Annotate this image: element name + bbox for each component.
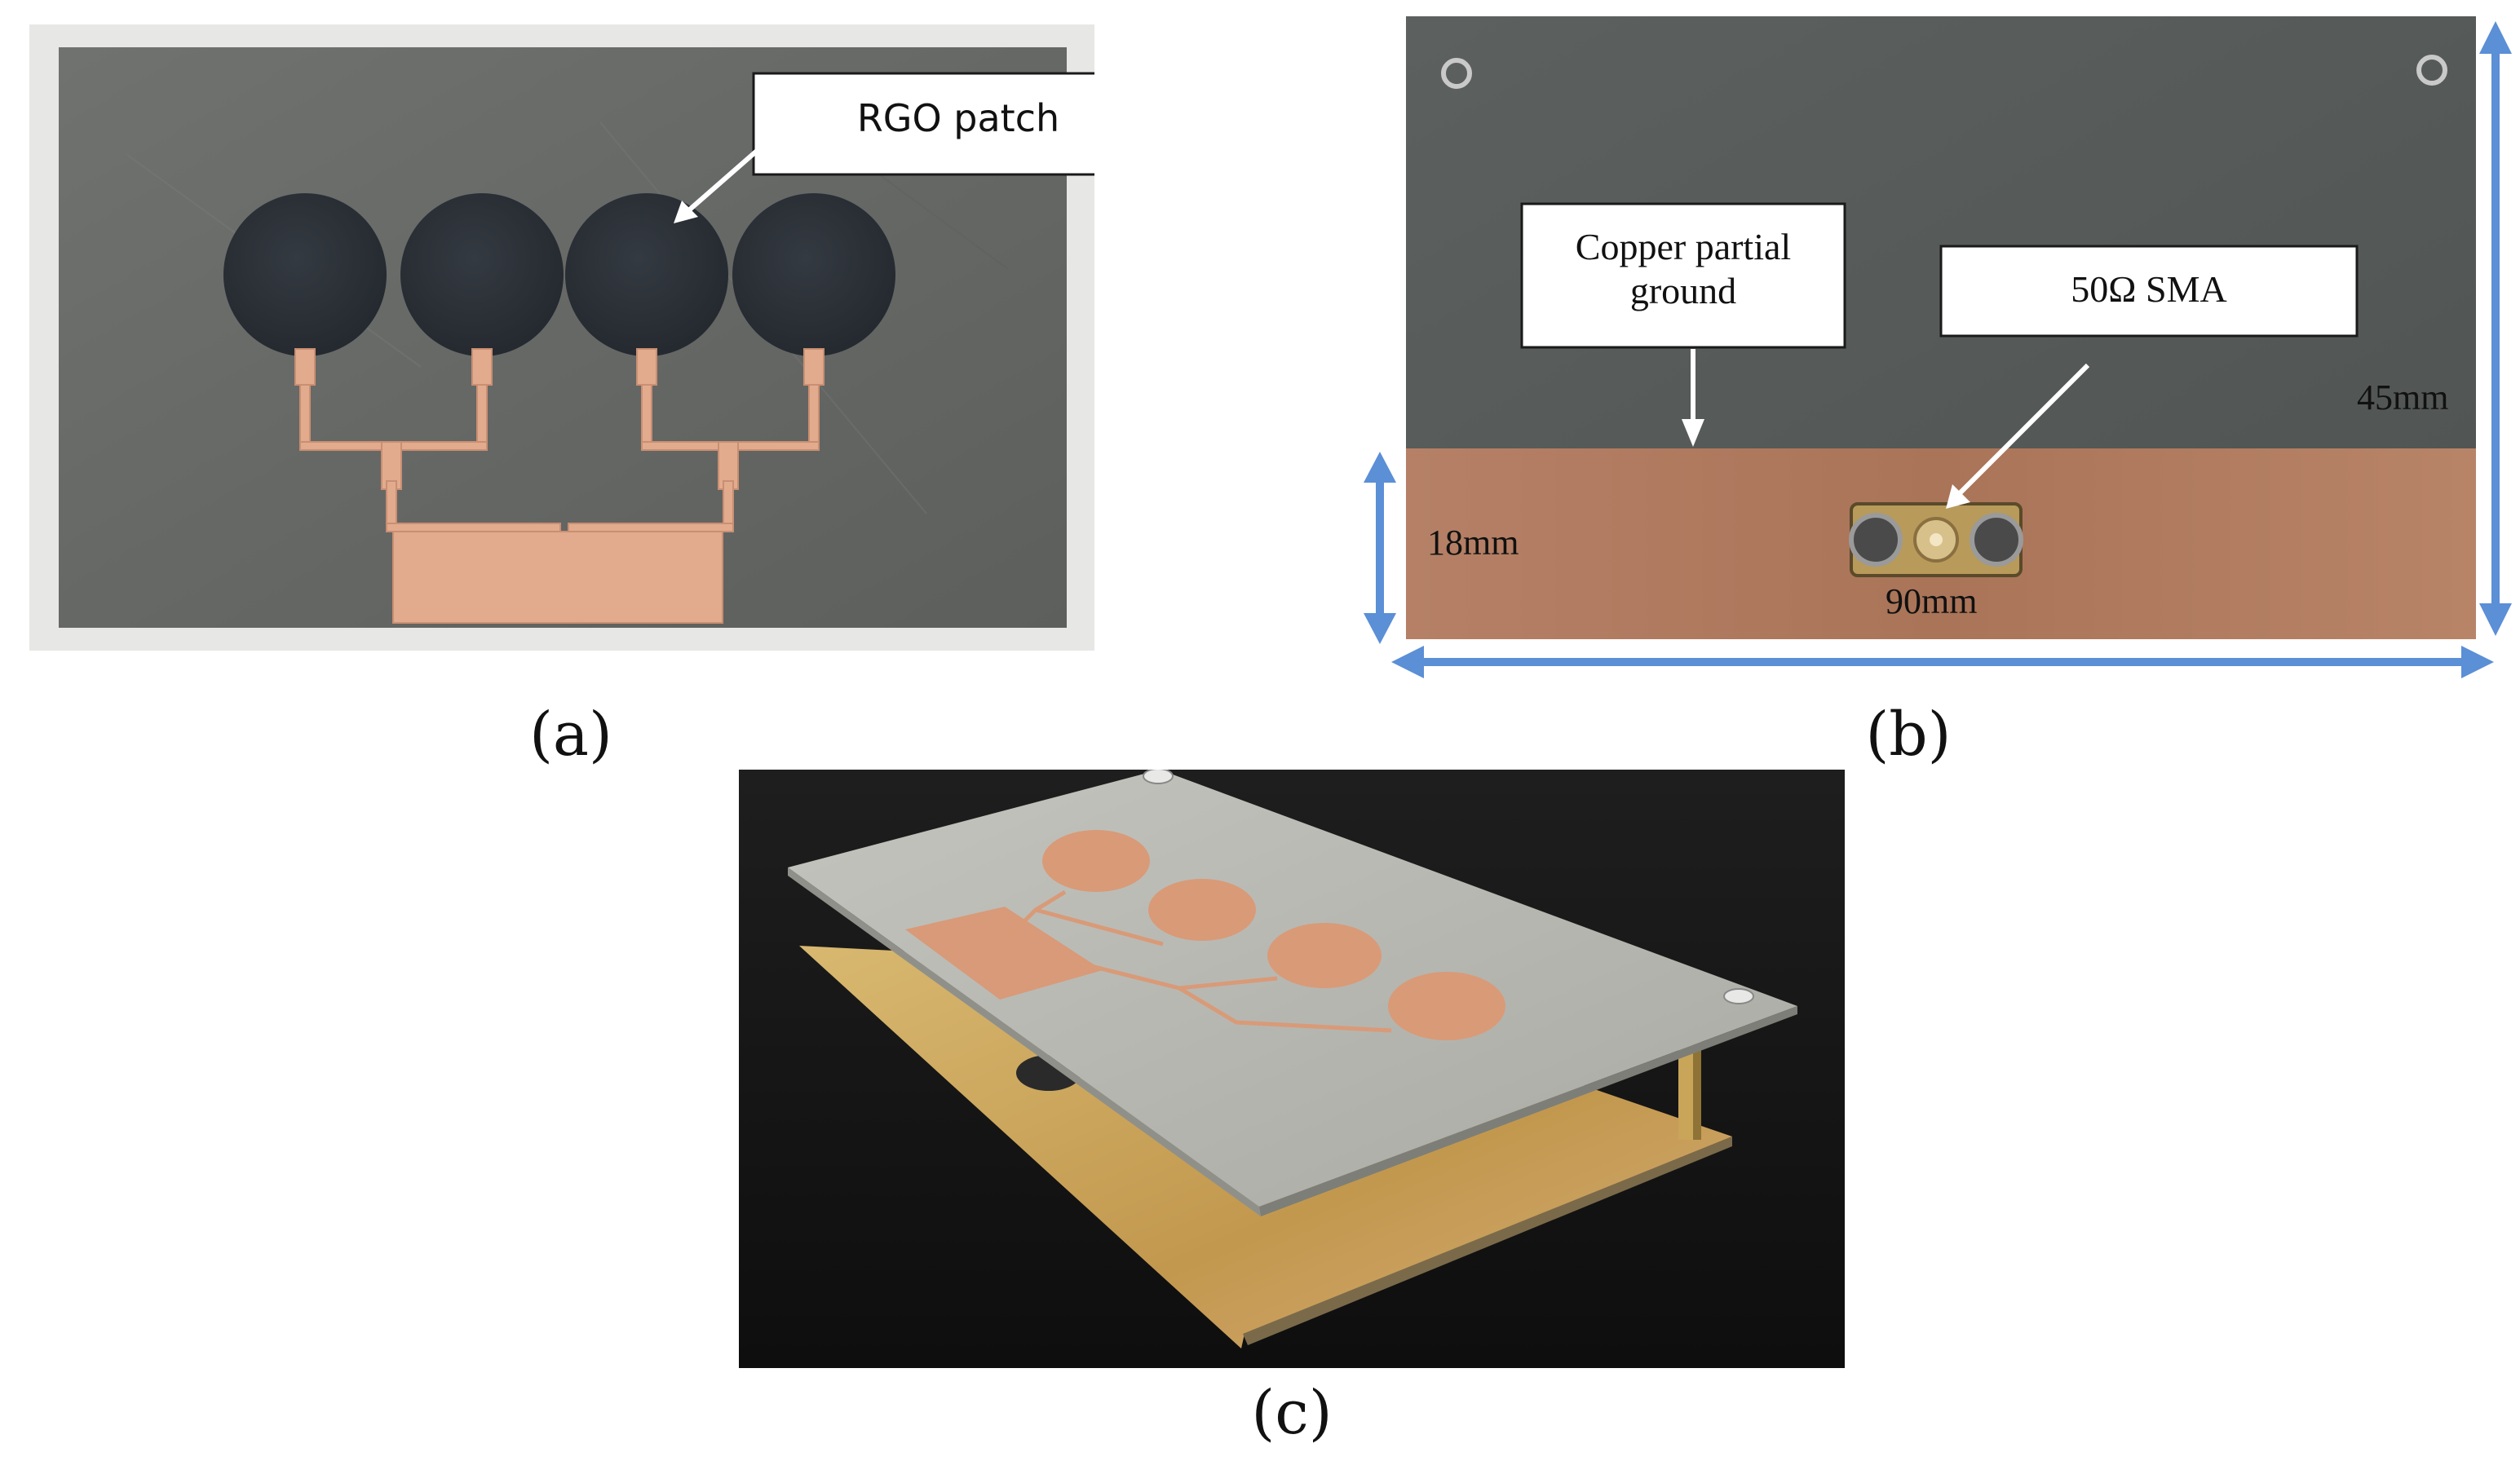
sma-arrow bbox=[1955, 363, 2090, 498]
panel-a: RGO patch bbox=[29, 24, 1094, 651]
rgo-patch-label: RGO patch bbox=[856, 96, 1060, 140]
top-patch-3 bbox=[1267, 923, 1382, 988]
feed-network bbox=[294, 348, 825, 624]
rgo-patch-2 bbox=[400, 193, 564, 356]
screw-top bbox=[1143, 770, 1174, 784]
caption-b: (b) bbox=[1865, 700, 1952, 770]
mount-hole-right bbox=[2416, 55, 2447, 86]
panel-a-photo bbox=[29, 24, 1094, 651]
sma-connector bbox=[1849, 502, 2023, 577]
dimension-90mm: 90mm bbox=[1886, 581, 1978, 621]
sma-label-box bbox=[1939, 245, 2359, 338]
screw-right bbox=[1723, 988, 1754, 1004]
copper-ground-label-line1: Copper partial bbox=[1575, 226, 1792, 267]
rgo-patch-4 bbox=[732, 193, 895, 356]
rgo-patch-label-box bbox=[752, 72, 1094, 176]
dimension-arrows bbox=[1364, 21, 2512, 678]
rgo-patch-arrow bbox=[683, 143, 765, 216]
copper-ground-label-line2: ground bbox=[1629, 270, 1737, 311]
rgo-patch-1 bbox=[223, 193, 387, 356]
top-feed-lines bbox=[1006, 889, 1392, 1033]
top-patch-1 bbox=[1042, 830, 1150, 892]
panel-c bbox=[739, 770, 1845, 1368]
panel-b: Copper partial ground 50Ω SMA 45mm 18mm … bbox=[1354, 15, 2512, 683]
mount-hole-left bbox=[1441, 58, 1472, 89]
dimension-18mm: 18mm bbox=[1427, 523, 1519, 563]
rgo-patch-3 bbox=[565, 193, 728, 356]
panel-c-photo bbox=[739, 770, 1845, 1368]
sma-label: 50Ω SMA bbox=[2071, 268, 2227, 310]
top-plate bbox=[788, 770, 1797, 1207]
dimension-45mm: 45mm bbox=[2357, 377, 2449, 417]
top-patch-2 bbox=[1148, 879, 1256, 941]
caption-a: (a) bbox=[529, 700, 612, 770]
caption-c: (c) bbox=[1251, 1378, 1333, 1448]
top-patch-4 bbox=[1388, 972, 1505, 1040]
feed-pad bbox=[905, 907, 1103, 1000]
copper-ground-label-box bbox=[1520, 202, 1846, 349]
panel-b-photo bbox=[1364, 16, 2512, 678]
